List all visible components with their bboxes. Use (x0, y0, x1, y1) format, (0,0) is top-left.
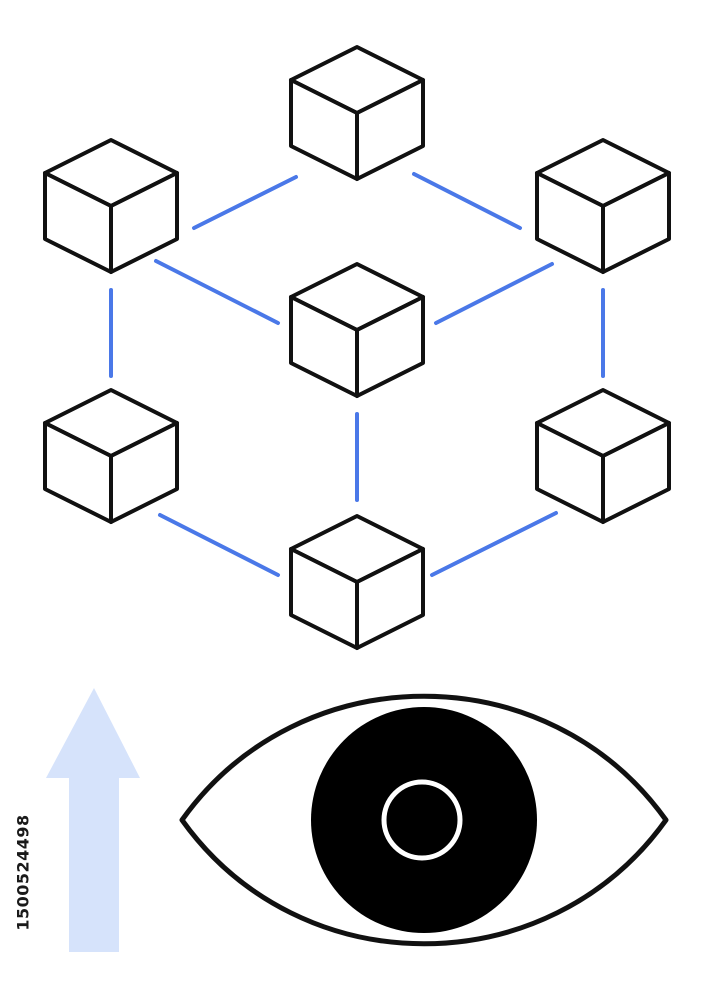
block-network-icon (43, 45, 671, 650)
cube-icon (535, 388, 671, 524)
stock-id-label: 1500524498 (8, 752, 38, 992)
cube-icon (43, 388, 179, 524)
connector-right-center (434, 262, 554, 325)
cube-icon (535, 138, 671, 274)
connector-bottom-right (430, 511, 558, 577)
connector-top-right (412, 172, 522, 230)
cube-icon (289, 262, 425, 398)
connector-top-left (192, 175, 298, 230)
eye-iris (311, 707, 537, 933)
connector-left-center (154, 259, 280, 325)
cube-icon (43, 138, 179, 274)
cube-icon (289, 45, 425, 181)
cube-icon (289, 514, 425, 650)
eye-icon (179, 693, 669, 947)
arrow-up-icon (46, 688, 140, 952)
connector-bottom-left (158, 513, 280, 577)
eye-pupil-highlight (381, 779, 463, 861)
stock-id-text: 1500524498 (13, 813, 33, 931)
